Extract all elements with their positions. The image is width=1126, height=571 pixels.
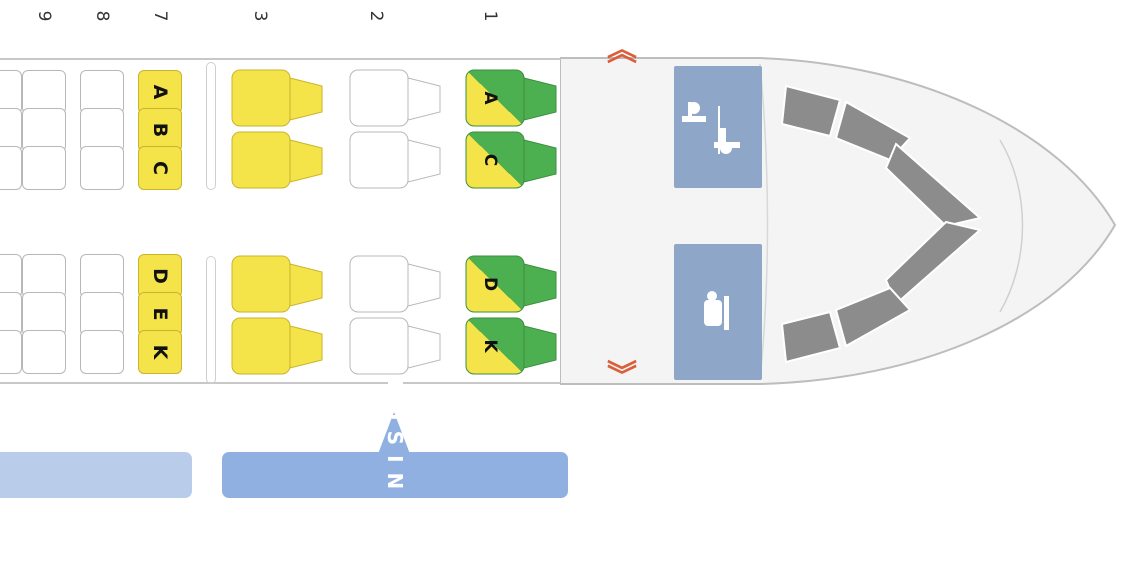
seat-3-3[interactable]	[231, 255, 323, 313]
business-pointer	[378, 412, 410, 454]
seat-1C[interactable]	[465, 131, 557, 189]
seat-2-3[interactable]	[349, 255, 441, 313]
galley-block	[674, 244, 762, 380]
cabin-divider-right	[206, 256, 216, 384]
seat-1D[interactable]	[465, 255, 557, 313]
seat-2-1[interactable]	[349, 69, 441, 127]
seat-7D[interactable]: D	[138, 254, 182, 298]
seat-8-5[interactable]	[22, 292, 66, 336]
business-seats-layer	[231, 69, 557, 375]
seat-8-6[interactable]	[22, 330, 66, 374]
galley-cup-icon	[704, 291, 729, 330]
seat-1C-label: C	[480, 153, 500, 167]
business-cabin-text: BUSINESS	[382, 379, 407, 571]
seat-8b-5[interactable]	[80, 292, 124, 336]
seat-8-1[interactable]	[22, 70, 66, 114]
seat-9-3[interactable]	[0, 146, 22, 190]
seat-1A-label: A	[480, 91, 500, 105]
seat-8b-2[interactable]	[80, 108, 124, 152]
business-cabin-label: BUSINESS	[222, 379, 568, 571]
lavatory-block	[674, 66, 762, 188]
seat-1K-label: K	[480, 339, 500, 353]
seat-8b-3[interactable]	[80, 146, 124, 190]
seat-8b-6[interactable]	[80, 330, 124, 374]
seat-3-2[interactable]	[231, 131, 323, 189]
seat-7A[interactable]: A	[138, 70, 182, 114]
seat-2-4[interactable]	[349, 317, 441, 375]
lavatory-icon	[682, 102, 740, 154]
cockpit-windows-icon	[780, 84, 983, 364]
seat-7E[interactable]: E	[138, 292, 182, 336]
seat-2-2[interactable]	[349, 131, 441, 189]
economy-cabin-bar	[0, 452, 192, 498]
seat-1D-label: D	[480, 276, 500, 292]
seat-8b-4[interactable]	[80, 254, 124, 298]
cabin-divider-left	[206, 62, 216, 190]
seat-1K[interactable]	[465, 317, 557, 375]
seat-8-3[interactable]	[22, 146, 66, 190]
seat-8-2[interactable]	[22, 108, 66, 152]
seat-9-6[interactable]	[0, 330, 22, 374]
seat-8-4[interactable]	[22, 254, 66, 298]
seat-7K[interactable]: K	[138, 330, 182, 374]
seat-1A[interactable]	[465, 69, 557, 127]
seat-3-4[interactable]	[231, 317, 323, 375]
seat-7C[interactable]: C	[138, 146, 182, 190]
seat-3-1[interactable]	[231, 69, 323, 127]
